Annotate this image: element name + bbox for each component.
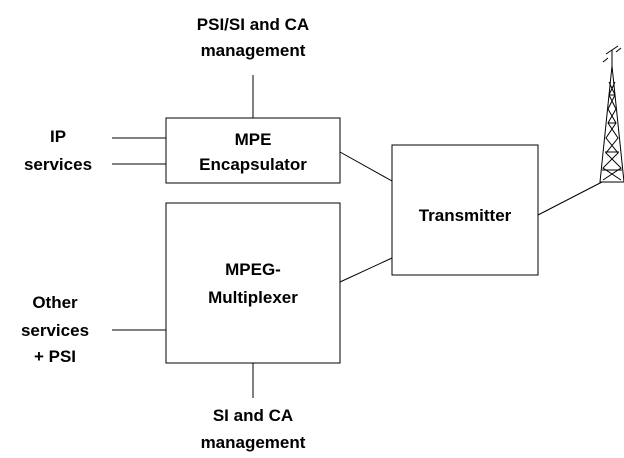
psi-si-ca-label-line1: PSI/SI and CA <box>197 15 309 34</box>
other-services-label-line3: + PSI <box>34 347 76 366</box>
mpe-encapsulator-label-line1: MPE <box>235 130 272 149</box>
transmitter-box <box>391 144 539 276</box>
transmitter-to-antenna-line <box>537 181 603 216</box>
si-ca-label-line2: management <box>201 433 306 452</box>
mpeg-multiplexer-box <box>165 202 341 364</box>
si-ca-label-line1: SI and CA <box>213 406 293 425</box>
antenna-tower-icon <box>599 45 624 183</box>
mpe-encapsulator-label-line2: Encapsulator <box>199 155 307 174</box>
other-services-label-line1: Other <box>32 293 78 312</box>
mpe-to-transmitter-line <box>339 151 393 182</box>
mpeg-multiplexer-label-line1: MPEG- <box>225 260 281 279</box>
mux-to-transmitter-line <box>339 257 393 283</box>
ip-services-label-line1: IP <box>50 127 66 146</box>
mpe-encapsulator-box <box>165 117 341 184</box>
psi-si-ca-label-line2: management <box>201 41 306 60</box>
transmitter-label: Transmitter <box>419 206 512 225</box>
ip-services-label-line2: services <box>24 155 92 174</box>
other-services-label-line2: services <box>21 321 89 340</box>
mpeg-multiplexer-label-line2: Multiplexer <box>208 288 298 307</box>
